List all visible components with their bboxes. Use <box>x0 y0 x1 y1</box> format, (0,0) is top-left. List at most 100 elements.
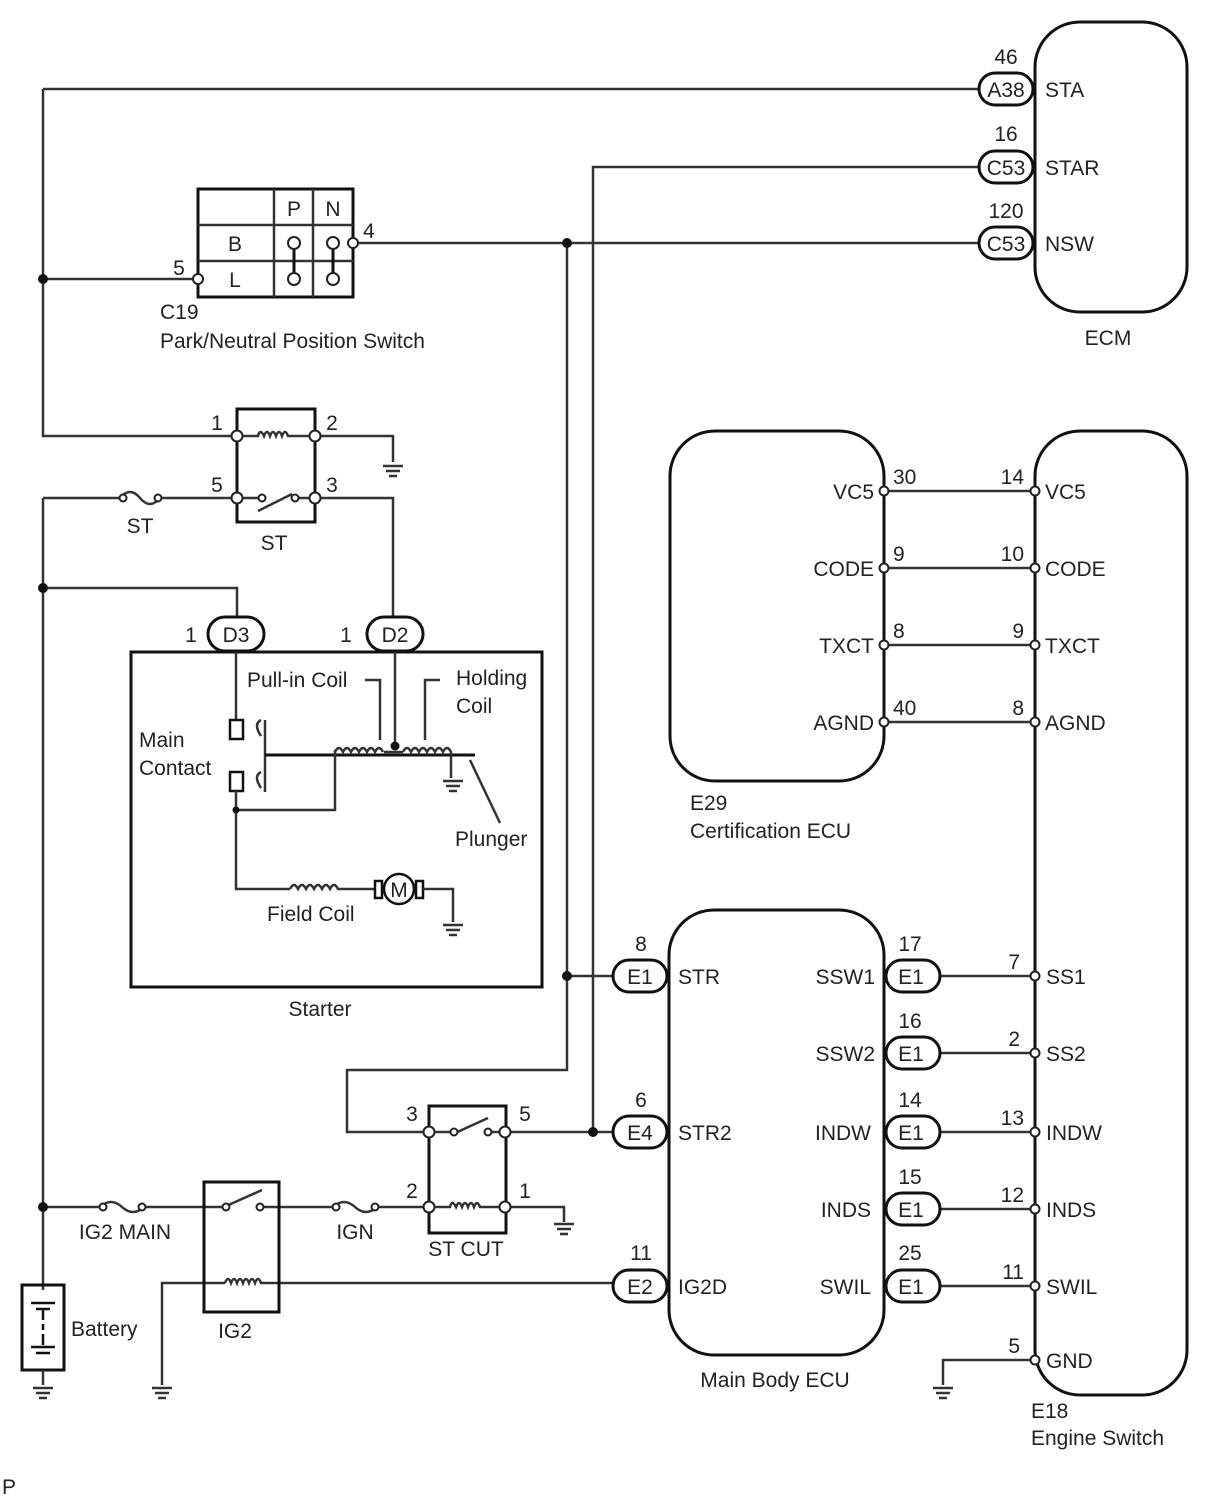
signal-name: CODE <box>1045 558 1106 581</box>
mb-pin-swil: E1 25 SWIL <box>820 1242 942 1304</box>
relay-pin <box>498 1200 512 1214</box>
certification-ecu-name: Certification ECU <box>690 820 851 843</box>
ground-icon <box>33 1386 53 1400</box>
relay-pin <box>422 1200 436 1214</box>
junction <box>562 971 572 981</box>
pnp-row-l: L <box>229 269 241 292</box>
es-pin-vc5: VC5 14 <box>1001 466 1086 504</box>
pin-number: 10 <box>1001 543 1024 566</box>
pin-number: 14 <box>898 1089 922 1112</box>
pin-number: 40 <box>893 697 916 720</box>
connector-badge <box>884 958 942 994</box>
holding-coil-label: Coil <box>456 695 492 718</box>
connector-badge <box>884 1191 942 1227</box>
coil-icon <box>223 1277 263 1287</box>
engine-switch-body <box>1033 429 1189 1397</box>
signal-name: STR2 <box>678 1122 732 1145</box>
signal-name: INDW <box>815 1122 871 1145</box>
pin-number: 1 <box>185 624 197 647</box>
certification-ecu-code: E29 <box>690 792 727 815</box>
signal-name: AGND <box>1045 712 1106 735</box>
connector-code: D2 <box>382 624 409 647</box>
signal-name: SWIL <box>1046 1276 1097 1299</box>
connector-code: E4 <box>627 1122 653 1145</box>
wire-star <box>591 165 980 1132</box>
pin-number: 6 <box>635 1089 647 1112</box>
cert-pin-code: CODE 9 <box>813 543 904 581</box>
pin-number: 4 <box>363 220 375 243</box>
connector-code: E1 <box>898 966 924 989</box>
main-contact-label: Contact <box>139 757 212 780</box>
ecm-body <box>1033 20 1189 314</box>
ground-icon <box>443 779 463 793</box>
ground-icon <box>933 1386 953 1400</box>
battery-cell-icon <box>31 1301 55 1355</box>
signal-name: SSW1 <box>815 966 875 989</box>
connector-code: C53 <box>987 233 1026 256</box>
park-neutral-switch: P N B L 5 4 C19 Park/Neutral Position Sw… <box>160 187 425 353</box>
es-pin-gnd: GND 5 <box>1008 1335 1092 1373</box>
ig2-main-fuse-label: IG2 MAIN <box>79 1221 171 1244</box>
ign-fuse: IGN <box>331 1200 380 1244</box>
fuse-icon <box>119 490 161 506</box>
connector-code: E1 <box>627 966 653 989</box>
es-pin-inds: INDS 12 <box>1001 1184 1097 1222</box>
wire-d3 <box>43 586 239 618</box>
signal-name: INDW <box>1046 1122 1102 1145</box>
switch-contact <box>257 493 267 503</box>
signal-name: STR <box>678 966 720 989</box>
relay-pin <box>308 429 322 443</box>
ground-icon <box>554 1222 574 1236</box>
pin-number: 8 <box>893 620 905 643</box>
connector-badge <box>611 958 669 994</box>
pin-number: 16 <box>994 123 1017 146</box>
connector-badge-d2 <box>365 615 425 653</box>
main-body-ecu: E1 8 STR E4 6 STR2 E2 11 IG2D E1 17 SSW1… <box>611 908 942 1392</box>
pnp-code: C19 <box>160 301 199 324</box>
pin-number: 7 <box>1008 951 1020 974</box>
engine-switch-name: Engine Switch <box>1031 1427 1164 1450</box>
es-pin-ss2: SS2 2 <box>1008 1028 1085 1066</box>
signal-name: INDS <box>1046 1199 1096 1222</box>
main-contact-plate <box>255 718 267 792</box>
signal-name: STA <box>1045 79 1084 102</box>
pin-number: 2 <box>326 412 338 435</box>
signal-name: NSW <box>1045 233 1094 256</box>
ecm-label: ECM <box>1085 327 1132 350</box>
signal-name: GND <box>1046 1350 1093 1373</box>
pin-number: 2 <box>406 1180 418 1203</box>
pull-in-coil-icon <box>333 746 385 755</box>
switch-icon <box>429 1116 505 1136</box>
wire-stcut-gnd <box>505 1205 566 1222</box>
field-coil-icon <box>288 883 375 892</box>
connector-code: E1 <box>898 1199 924 1222</box>
battery: Battery <box>20 1283 138 1400</box>
wire-d2 <box>315 496 395 618</box>
pnp-pin-5 <box>192 273 204 285</box>
pin-number: 46 <box>994 46 1017 69</box>
pin-number: 5 <box>211 474 223 497</box>
engine-switch: VC5 14 CODE 10 TXCT 9 AGND 8 SS1 7 SS2 2 <box>933 429 1189 1450</box>
connector-badge <box>884 1114 942 1150</box>
connector-badge <box>884 1268 942 1304</box>
st-cut-relay: 3 5 2 1 ST CUT <box>406 1103 574 1261</box>
signal-name: IG2D <box>678 1276 727 1299</box>
wire-engine-gnd <box>941 1358 1035 1385</box>
st-relay-body <box>235 407 317 524</box>
ecm-pin-nsw: C53 120 NSW <box>977 200 1094 261</box>
pull-in-coil-label: Pull-in Coil <box>247 669 347 692</box>
signal-name: VC5 <box>1045 481 1086 504</box>
junction-dots <box>38 238 598 1212</box>
pin-number: 13 <box>1001 1107 1024 1130</box>
es-pin-ss1: SS1 7 <box>1008 951 1085 989</box>
pnp-contact <box>326 272 340 286</box>
signal-name: CODE <box>813 558 874 581</box>
ground-icon <box>383 464 403 478</box>
pnp-contact <box>287 272 301 286</box>
mb-pin-ssw1: E1 17 SSW1 <box>815 933 942 994</box>
mb-pin-str: E1 8 STR <box>611 933 720 994</box>
motor-label: M <box>390 879 408 902</box>
pnp-row-b: B <box>228 233 242 256</box>
pin-number: 11 <box>1002 1261 1024 1284</box>
